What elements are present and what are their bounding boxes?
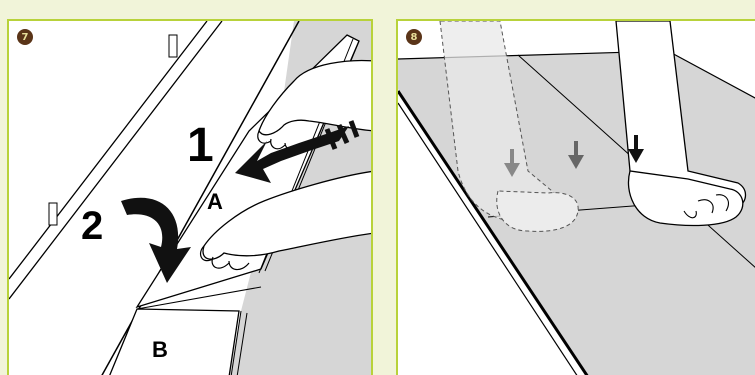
board-edge (236, 312, 248, 375)
down-arrow-icon (568, 141, 584, 169)
board-edge (136, 286, 262, 310)
hand-icon (202, 170, 371, 260)
down-arrow-icon (628, 135, 644, 163)
spacer-wedge (168, 34, 178, 58)
label-b: B (152, 337, 168, 362)
curved-arrow-icon (121, 197, 191, 283)
hand-icon (258, 59, 371, 136)
step-7-panel: 7 1 2 (7, 19, 373, 375)
label-1: 1 (187, 119, 214, 172)
down-arrow-icon (504, 149, 520, 177)
wall-line (9, 21, 208, 280)
spacer-wedge (48, 202, 58, 226)
board-edge (398, 90, 589, 375)
step-8-illustration (398, 21, 755, 375)
wall-line (9, 21, 223, 300)
fist-knuckles (683, 194, 729, 219)
hand-fingers (200, 245, 250, 271)
label-2: 2 (81, 204, 103, 248)
label-a: A (207, 189, 223, 214)
board-edge (230, 310, 242, 375)
board-b (109, 308, 240, 375)
wall-line (667, 50, 755, 99)
motion-stripes (324, 120, 360, 150)
step-7-badge: 7 (17, 29, 33, 45)
step-7-illustration: 1 2 A B (9, 21, 371, 375)
fist (627, 170, 744, 227)
arrow-icon (235, 126, 349, 183)
board-edge (398, 102, 578, 375)
ghost-fist (496, 190, 579, 232)
step-8-panel: 8 (396, 19, 755, 375)
step-8-badge: 8 (406, 29, 422, 45)
